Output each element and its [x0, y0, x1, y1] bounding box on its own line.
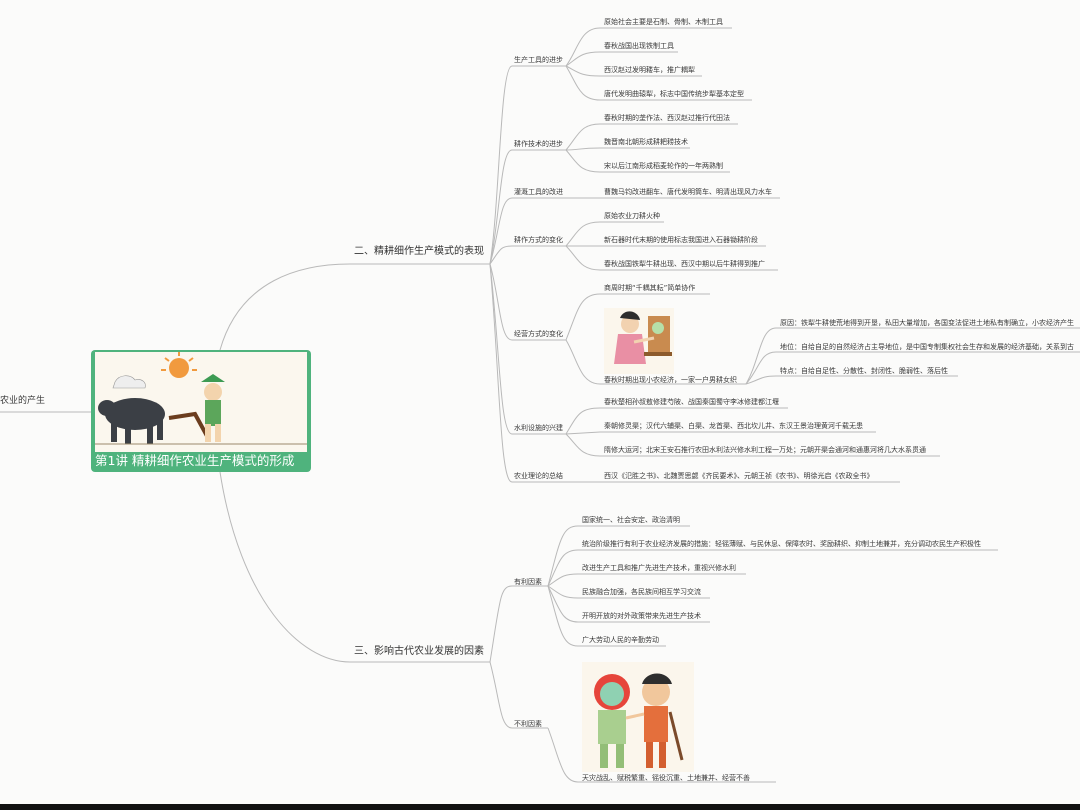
- leaf-item[interactable]: 统治阶级推行有利于农业经济发展的措施：轻徭薄赋、与民休息、保障农时、奖励耕织、抑…: [582, 540, 981, 548]
- leaf-item[interactable]: 原始农业刀耕火种: [604, 212, 660, 220]
- leaf-item[interactable]: 新石器时代末期的使用标志我国进入石器锄耕阶段: [604, 236, 758, 244]
- leaf-item[interactable]: 原始社会主要是石制、骨制、木制工具: [604, 18, 723, 26]
- leaf-item[interactable]: 春秋时期的垄作法、西汉赵过推行代田法: [604, 114, 730, 122]
- branch-label[interactable]: 耕作方式的变化: [514, 236, 563, 244]
- leaf-item[interactable]: 曹魏马钧改进翻车、唐代发明筒车、明清出现风力水车: [604, 188, 772, 196]
- sub-item[interactable]: 特点：自给自足性、分散性、封闭性、脆弱性、落后性: [780, 367, 948, 375]
- section-label[interactable]: 三、影响古代农业发展的因素: [354, 646, 484, 657]
- branch-label[interactable]: 有利因素: [514, 578, 542, 586]
- root-title: 第1讲 精耕细作农业生产模式的形成: [95, 453, 295, 468]
- leaf-item[interactable]: 天灾战乱、赋税繁重、徭役沉重、土地兼并、经营不善: [582, 774, 750, 782]
- leaf-item[interactable]: 唐代发明曲辕犁，标志中国传统步犁基本定型: [604, 90, 744, 98]
- branch-label[interactable]: 耕作技术的进步: [514, 140, 563, 148]
- two-figures-illustration: [582, 662, 694, 772]
- sub-item[interactable]: 地位：自给自足的自然经济占主导地位，是中国专制集权社会生存和发展的经济基础，关系…: [780, 343, 1074, 351]
- left-node-label[interactable]: 农业的产生: [0, 396, 46, 406]
- leaf-item[interactable]: 广大劳动人民的辛勤劳动: [582, 636, 659, 644]
- branch-label[interactable]: 不利因素: [514, 720, 542, 728]
- root-node[interactable]: 第1讲 精耕细作农业生产模式的形成: [91, 350, 311, 472]
- leaf-item[interactable]: 商周时期“千耦其耘”简单协作: [604, 284, 696, 292]
- bottom-bar: [0, 804, 1080, 810]
- branch-label[interactable]: 水利设施的兴建: [514, 424, 563, 432]
- leaf-item[interactable]: 春秋时期出现小农经济，一家一户男耕女织: [604, 376, 737, 384]
- leaf-item[interactable]: 宋以后江南形成稻麦轮作的一年两熟制: [604, 162, 723, 170]
- leaf-item[interactable]: 西汉赵过发明耧车，推广耦犁: [604, 66, 695, 74]
- sub-item[interactable]: 原因：铁犁牛耕使荒地得到开垦，私田大量增加，各国变法促进土地私有制确立，小农经济…: [780, 319, 1074, 327]
- leaf-item[interactable]: 春秋战国铁犁牛耕出现、西汉中期以后牛耕得到推广: [604, 260, 765, 268]
- leaf-item[interactable]: 春秋楚相孙叔敖修建芍陂、战国秦国蜀守李冰修建都江堰: [604, 398, 779, 406]
- leaf-item[interactable]: 春秋战国出现铁制工具: [604, 42, 674, 50]
- leaf-item[interactable]: 国家统一、社会安定、政治清明: [582, 516, 680, 524]
- branch-label[interactable]: 灌溉工具的改进: [514, 188, 563, 196]
- leaf-item[interactable]: 民族融合加强，各民族间相互学习交流: [582, 588, 701, 596]
- branch-label[interactable]: 生产工具的进步: [514, 56, 563, 64]
- leaf-item[interactable]: 隋修大运河；北宋王安石推行农田水利法兴修水利工程一万处；元朝开渠会通河和通惠河将…: [604, 446, 926, 454]
- leaf-item[interactable]: 秦朝修灵渠；汉代六辅渠、白渠、龙首渠、西北坎儿井、东汉王景治理黄河千载无患: [604, 422, 863, 430]
- leaf-item[interactable]: 西汉《氾胜之书》、北魏贾思勰《齐民要术》、元朝王祯《农书》、明徐光启《农政全书》: [604, 472, 874, 480]
- branch-label[interactable]: 农业理论的总结: [514, 472, 563, 480]
- leaf-item[interactable]: 改进生产工具和推广先进生产技术，重视兴修水利: [582, 564, 736, 572]
- weaving-woman-illustration: [604, 308, 674, 374]
- branch-label[interactable]: 经营方式的变化: [514, 330, 563, 338]
- leaf-item[interactable]: 开明开放的对外政策带来先进生产技术: [582, 612, 701, 620]
- section-label[interactable]: 二、精耕细作生产模式的表现: [354, 246, 484, 257]
- leaf-item[interactable]: 魏晋南北朝形成耕耙耢技术: [604, 138, 688, 146]
- farmer-plowing-illustration: [95, 352, 307, 452]
